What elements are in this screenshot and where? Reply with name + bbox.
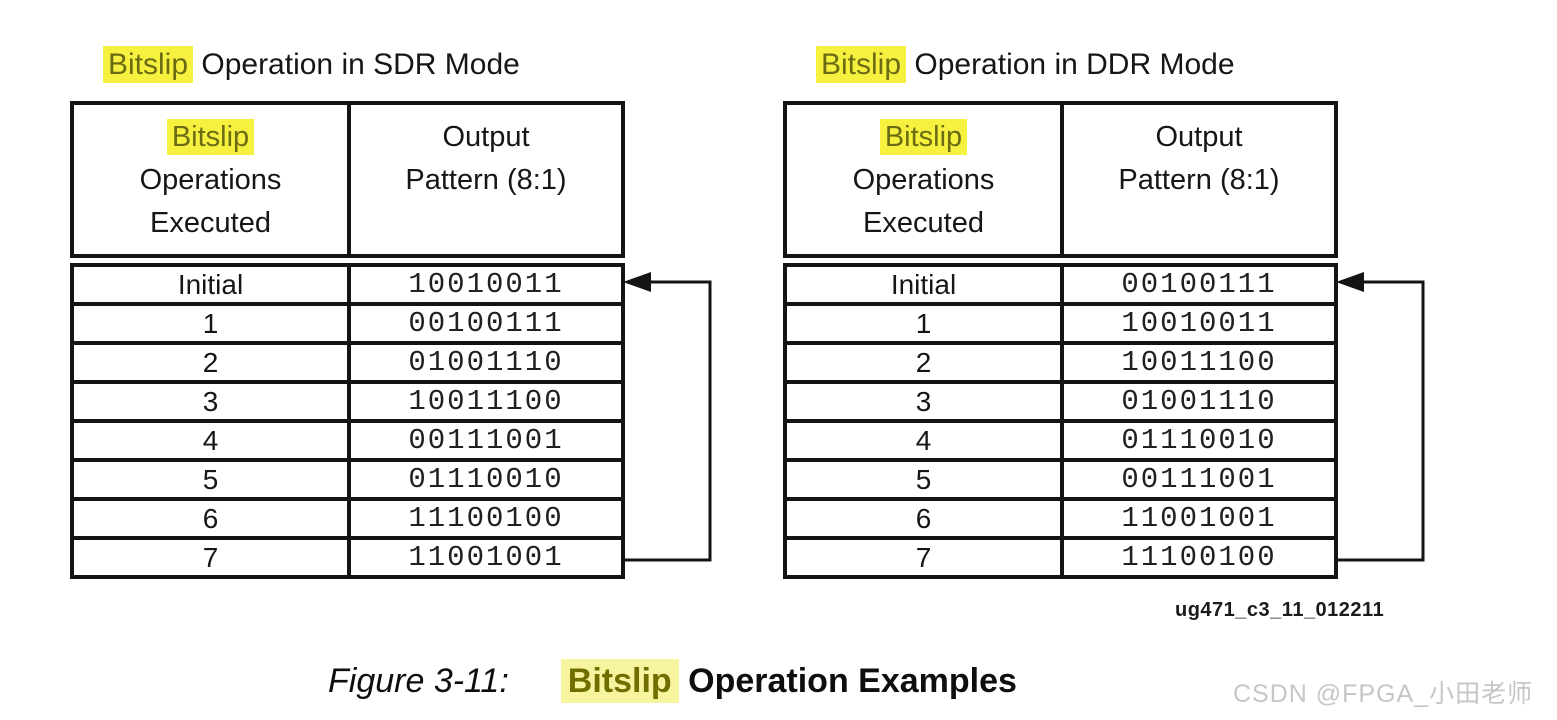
output-pattern: 00100111 [347, 302, 625, 345]
operation-count: 4 [783, 419, 1064, 462]
ddr-table-group: Bitslip Operation in DDR Mode Bitslip Op… [783, 46, 1338, 579]
operation-count: 6 [70, 497, 351, 540]
highlighted-term: Bitslip [816, 46, 907, 83]
operation-count: 4 [70, 419, 351, 462]
operation-count: 6 [783, 497, 1064, 540]
figure-caption: Figure 3-11: Bitslip Operation Examples [328, 659, 1017, 703]
operation-count: Initial [783, 263, 1064, 306]
operation-count: 1 [70, 302, 351, 345]
title-text: Operation in SDR Mode [193, 48, 520, 81]
operation-count: 5 [70, 458, 351, 501]
output-pattern: 01110010 [347, 458, 625, 501]
output-pattern: 10010011 [347, 263, 625, 306]
csdn-watermark: CSDN @FPGA_小田老师 [1233, 680, 1534, 708]
operation-count: 1 [783, 302, 1064, 345]
ddr-loopback-arrow-icon [1336, 272, 1425, 562]
operation-count: 5 [783, 458, 1064, 501]
ddr-table-title: Bitslip Operation in DDR Mode [816, 46, 1338, 86]
output-pattern: 00100111 [1060, 263, 1338, 306]
sdr-table-header: Bitslip Operations Executed Output Patte… [70, 101, 625, 258]
highlighted-term: Bitslip [879, 119, 968, 155]
output-pattern: 01001110 [347, 341, 625, 384]
operation-count: Initial [70, 263, 351, 306]
operation-count: 7 [70, 536, 351, 579]
output-pattern: 00111001 [1060, 458, 1338, 501]
sdr-loopback-arrow-icon [623, 272, 712, 562]
header-line: Operations [139, 164, 282, 196]
figure-number: Figure 3-11: [328, 662, 509, 700]
highlighted-term: Bitslip [103, 46, 194, 83]
highlighted-term: Bitslip [560, 659, 679, 703]
caption-text: Operation Examples [678, 662, 1017, 700]
ddr-header-operations: Bitslip Operations Executed [787, 105, 1064, 254]
header-line: Pattern (8:1) [405, 164, 567, 196]
output-pattern: 10010011 [1060, 302, 1338, 345]
operation-count: 3 [70, 380, 351, 423]
header-line: Output [442, 121, 530, 153]
doc-reference-code: ug471_c3_11_012211 [1175, 599, 1385, 621]
output-pattern: 10011100 [1060, 341, 1338, 384]
header-line: Executed [150, 207, 271, 239]
output-pattern: 11100100 [347, 497, 625, 540]
operation-count: 3 [783, 380, 1064, 423]
header-line: Output [1155, 121, 1243, 153]
header-line: Operations [852, 164, 995, 196]
output-pattern: 01110010 [1060, 419, 1338, 462]
operation-count: 7 [783, 536, 1064, 579]
title-text: Operation in DDR Mode [906, 48, 1235, 81]
operation-count: 2 [70, 341, 351, 384]
header-line: Executed [863, 207, 984, 239]
highlighted-term: Bitslip [166, 119, 255, 155]
output-pattern: 11001001 [347, 536, 625, 579]
header-line: Pattern (8:1) [1118, 164, 1280, 196]
output-pattern: 11001001 [1060, 497, 1338, 540]
output-pattern: 11100100 [1060, 536, 1338, 579]
ddr-header-output-pattern: Output Pattern (8:1) [1064, 105, 1334, 254]
operation-count: 2 [783, 341, 1064, 384]
sdr-table-group: Bitslip Operation in SDR Mode Bitslip Op… [70, 46, 625, 579]
output-pattern: 01001110 [1060, 380, 1338, 423]
ddr-table-header: Bitslip Operations Executed Output Patte… [783, 101, 1338, 258]
sdr-table-title: Bitslip Operation in SDR Mode [103, 46, 625, 86]
sdr-header-operations: Bitslip Operations Executed [74, 105, 351, 254]
output-pattern: 10011100 [347, 380, 625, 423]
sdr-header-output-pattern: Output Pattern (8:1) [351, 105, 621, 254]
output-pattern: 00111001 [347, 419, 625, 462]
